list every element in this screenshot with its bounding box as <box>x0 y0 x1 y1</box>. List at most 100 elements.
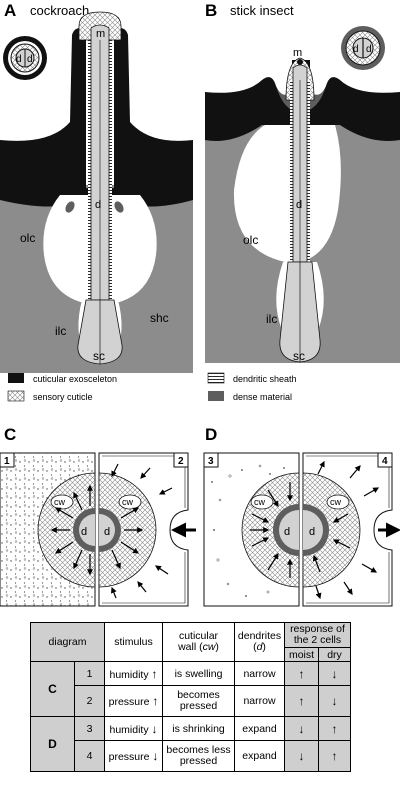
inset-a-d-left: d <box>16 54 22 65</box>
panel-c-swelling-arrows <box>50 484 144 576</box>
panel-d-box-3-num: 3 <box>208 456 214 467</box>
row-num: 1 <box>74 661 105 686</box>
legend-label-sheath: dendritic sheath <box>233 374 297 384</box>
row-moist: ↓ <box>284 740 319 772</box>
row-dry: ↑ <box>318 740 351 772</box>
row-stimulus-arrow: ↓ <box>152 749 159 763</box>
panel-c-dendrite-left <box>79 514 95 546</box>
panel-d-cw-right-label: cw <box>330 497 342 507</box>
row-dendrites: expand <box>234 740 285 772</box>
row-stimulus-text: pressure <box>108 751 150 763</box>
panel-a-label-d: d <box>95 199 101 211</box>
panel-d-dendrite-right <box>303 510 323 550</box>
panel-c: C 1 2 d d cw cw <box>0 425 196 607</box>
header-response: response of the 2 cells <box>284 622 351 648</box>
row-dry: ↓ <box>318 661 351 686</box>
table-row: 4 pressure ↓ becomes less pressed expand… <box>31 740 351 772</box>
panel-a: A cockroach d d m <box>0 1 193 373</box>
group-label-d: D <box>30 716 75 772</box>
legend-swatch-exoskeleton <box>8 373 24 383</box>
panel-c-pressure-arrows <box>110 463 173 599</box>
row-wall: becomes pressed <box>162 685 235 717</box>
row-stimulus: humidity ↓ <box>104 716 163 741</box>
panel-c-box-1-num: 1 <box>4 456 10 467</box>
panel-a-label-olc: olc <box>20 231 35 245</box>
table-row: 2 pressure ↑ becomes pressed narrow ↑ ↓ <box>31 685 351 717</box>
panel-b-label-sc: sc <box>293 349 305 363</box>
panel-a-label-shc: shc <box>150 311 169 325</box>
table-row: C 1 humidity ↑ is swelling narrow ↑ ↓ <box>30 661 351 717</box>
row-dry: ↓ <box>318 685 351 717</box>
row-dendrites: narrow <box>234 661 285 686</box>
panel-a-letter: A <box>4 1 16 20</box>
row-num: 2 <box>74 685 105 717</box>
row-moist: ↑ <box>284 661 319 686</box>
header-wall: cuticular wall (cw) <box>162 622 235 662</box>
header-wall-post: ) <box>215 641 219 653</box>
header-response-line2: the 2 cells <box>293 634 342 646</box>
panel-d-cw-left-label: cw <box>254 497 266 507</box>
row-wall: becomes less pressed <box>162 740 235 772</box>
panel-b-label-ilc: ilc <box>266 312 277 326</box>
row-moist: ↑ <box>284 685 319 717</box>
panel-d-shrinking-arrows <box>250 482 351 578</box>
row-wall: is swelling <box>162 661 235 686</box>
header-wall-line2: wall (cw) <box>163 642 234 653</box>
panel-b-pore <box>297 59 303 65</box>
row-dendrites: narrow <box>234 685 285 717</box>
row-stimulus-arrow: ↑ <box>151 666 158 681</box>
panel-d-dendrite-left <box>279 510 299 550</box>
panel-a-label-sc: sc <box>93 349 105 363</box>
row-stimulus: humidity ↑ <box>104 661 163 686</box>
header-dendrites-line2: (d) <box>253 641 266 653</box>
panel-c-cw-right-label: cw <box>122 497 134 507</box>
row-wall: is shrinking <box>162 716 235 741</box>
header-response-line1: response of <box>290 623 345 635</box>
panel-c-cw-right <box>118 494 142 510</box>
panel-d-d-right: d <box>309 526 315 538</box>
row-dry: ↑ <box>318 716 351 741</box>
inset-b-d-right: d <box>366 44 372 55</box>
inset-b-d-left: d <box>353 44 359 55</box>
panel-d-cw-right <box>326 494 350 510</box>
legend-label-dense: dense material <box>233 392 292 402</box>
panel-c-d-right: d <box>104 526 110 538</box>
panel-d: D 3 4 d d cw cw <box>203 425 400 607</box>
panel-a-exoskeleton <box>0 28 193 207</box>
response-table: diagram stimulus cuticular wall (cw) den… <box>30 622 351 772</box>
panel-a-label-m: m <box>96 28 105 40</box>
group-label-c: C <box>30 661 75 717</box>
header-dendrites-italic: d <box>256 641 263 653</box>
header-moist: moist <box>284 647 319 662</box>
legend-swatch-sheath <box>207 372 225 384</box>
panel-a-title: cockroach <box>30 3 89 18</box>
row-stimulus-arrow: ↓ <box>151 721 158 736</box>
panel-a-inset: d d <box>3 36 47 80</box>
panel-b-title: stick insect <box>230 3 294 18</box>
panel-c-letter: C <box>4 425 16 444</box>
panel-a-dense-right <box>114 201 124 213</box>
panel-b-label-d: d <box>296 199 302 211</box>
panel-b: B stick insect d d m d olc ilc sc <box>205 1 400 363</box>
panel-c-cw-left-label: cw <box>54 497 66 507</box>
panel-d-release-arrows <box>315 460 380 600</box>
header-dendrites: dendrites (d) <box>234 622 285 662</box>
panel-a-label-ilc: ilc <box>55 324 66 338</box>
header-wall-line1: cuticular <box>178 630 219 642</box>
panel-b-letter: B <box>205 1 217 20</box>
legend-swatch-sensory <box>7 390 25 402</box>
row-stimulus-arrow: ↑ <box>152 694 159 708</box>
header-stimulus: stimulus <box>104 622 163 662</box>
inset-a-d-right: d <box>27 54 33 65</box>
header-dry: dry <box>318 647 351 662</box>
panel-b-olc <box>233 125 341 262</box>
table-row: D 3 humidity ↓ is shrinking expand ↓ ↑ <box>30 716 351 772</box>
table-header-row: diagram stimulus cuticular wall (cw) den… <box>30 622 351 662</box>
row-num: 4 <box>74 740 105 772</box>
row-stimulus: pressure ↓ <box>104 740 163 772</box>
legend-swatch-dense <box>208 391 224 401</box>
panel-d-box-4-num: 4 <box>382 456 388 467</box>
header-dendrites-line1: dendrites <box>237 630 282 642</box>
header-diagram: diagram <box>30 622 105 662</box>
